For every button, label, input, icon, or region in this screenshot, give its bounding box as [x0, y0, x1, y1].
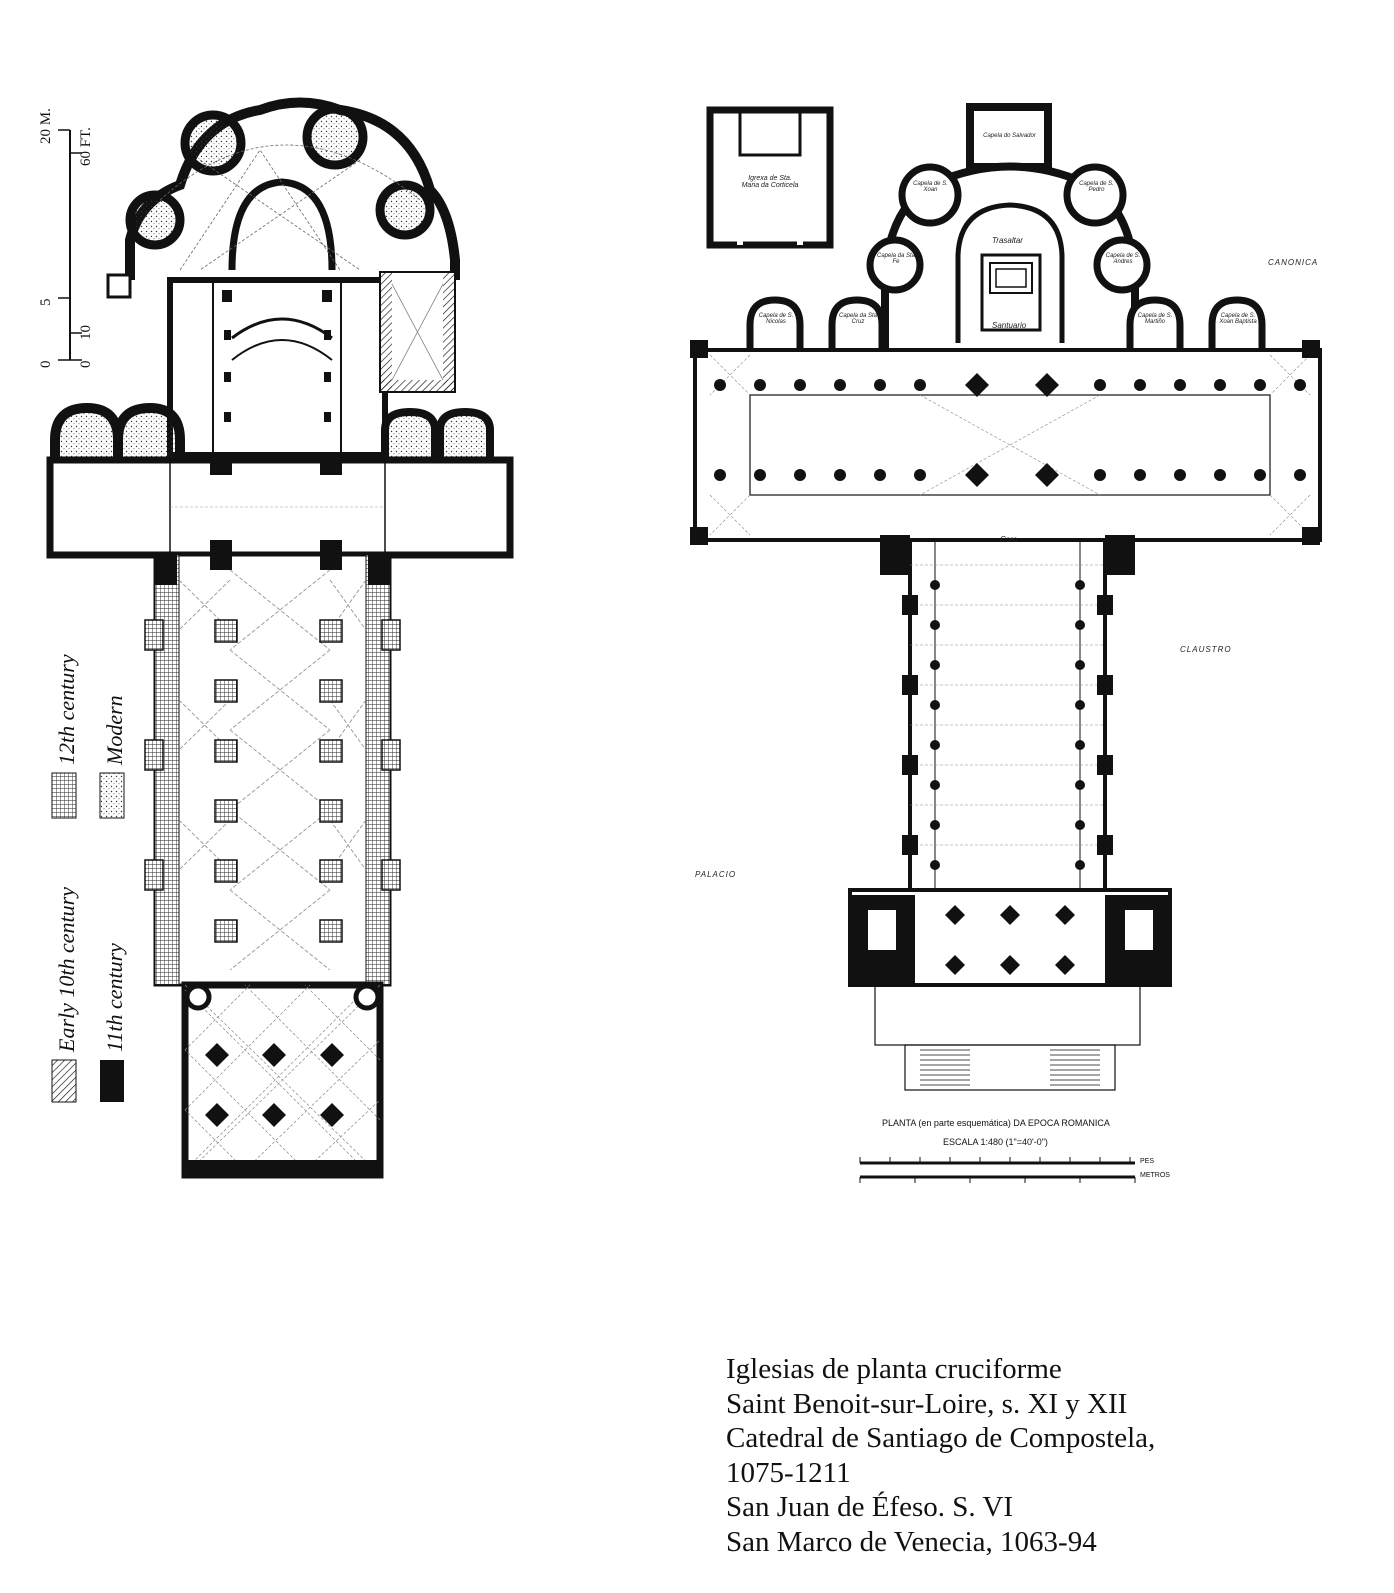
santiago-plan: CANONICA CLAUSTRO PALACIO Igrexa de Sta.…	[690, 95, 1350, 1205]
label-chapel-sta-cruz: Capela da Sta Cruz	[838, 313, 878, 325]
legend-label-11th: 11th century	[102, 943, 127, 1052]
label-claustro: CLAUSTRO	[1180, 645, 1232, 654]
caption-line-san-marco: San Marco de Venecia, 1063-94	[726, 1525, 1097, 1558]
label-trasaltar: Trasaltar	[992, 236, 1023, 245]
scale-label-0ft: 0	[78, 360, 94, 369]
plan-scale: ESCALA 1:480 (1"=40'-0")	[943, 1137, 1048, 1147]
scale-label-10ft: 10	[78, 325, 94, 340]
label-chapel-sta-fe: Capela da Sta Fe	[876, 253, 916, 265]
caption-block: Iglesias de planta cruciforme Saint Beno…	[726, 1352, 1366, 1559]
label-canonica: CANONICA	[1268, 258, 1319, 267]
label-chapel-s-xoan-baptista: Capela de S. Xoan Baptista	[1219, 313, 1257, 325]
label-coro: Coro	[1000, 535, 1018, 544]
scale-label-60ft: 60 FT.	[78, 127, 94, 166]
scale-label-20m: 20 M.	[38, 108, 54, 144]
scale-label-0m: 0	[38, 360, 54, 369]
saint-benoit-plan-drawing	[46, 97, 514, 1179]
legend-label-early-10th: Early 10th century	[54, 887, 79, 1052]
saint-benoit-plan: 20 M. 60 FT. 5 10 0 0 Early 10th century…	[0, 0, 560, 1200]
label-inset-church: Igrexa de Sta. Maria da Corticela	[741, 175, 799, 189]
caption-line-title: Iglesias de planta cruciforme	[726, 1353, 1062, 1385]
label-chapel-s-andres: Capela de S. Andres	[1105, 253, 1141, 265]
santiago-plan-drawing	[690, 103, 1322, 1183]
label-chapel-s-xoan: Capela de S. Xoan	[913, 181, 948, 193]
label-santuario: Santuario	[992, 321, 1027, 330]
label-palacio: PALACIO	[695, 870, 737, 879]
plan-title: PLANTA (en parte esquemática) DA EPOCA R…	[882, 1118, 1110, 1128]
caption-line-san-juan: San Juan de Éfeso. S. VI	[726, 1491, 1014, 1523]
label-chapel-s-pedro: Capela de S. Pedro	[1079, 181, 1114, 193]
label-chapel-salvador: Capela do Salvador	[983, 133, 1036, 139]
scale-unit-meters: METROS	[1140, 1172, 1170, 1179]
caption-line-santiago-dates: 1075-1211	[726, 1456, 851, 1489]
legend-label-modern: Modern	[102, 695, 127, 765]
label-chapel-s-martino: Capela de S. Martiño	[1137, 313, 1173, 325]
caption-line-saint-benoit: Saint Benoit-sur-Loire, s. XI y XII	[726, 1387, 1128, 1420]
label-chapel-s-nicolas: Capela de S. Nicolas	[758, 313, 794, 325]
caption-line-santiago: Catedral de Santiago de Compostela,	[726, 1422, 1156, 1454]
scale-label-5m: 5	[38, 298, 54, 307]
legend-label-12th: 12th century	[54, 654, 79, 765]
scale-unit-feet: PES	[1140, 1158, 1155, 1165]
